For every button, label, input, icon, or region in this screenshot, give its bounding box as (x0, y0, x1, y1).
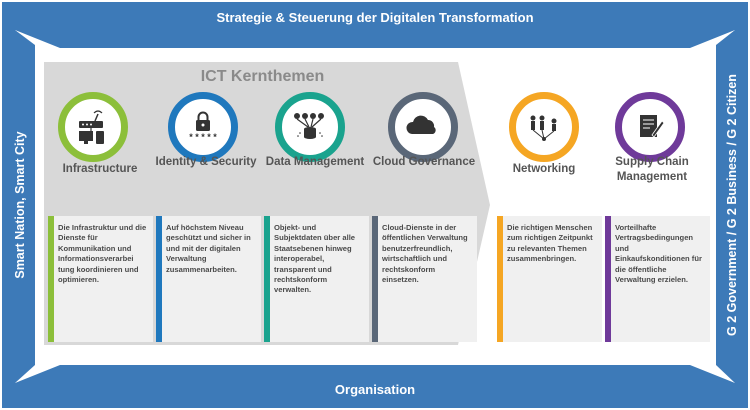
cloud-circle (388, 92, 458, 162)
infrastructure-card: Die Infrastruktur und die Dienste für Ko… (48, 216, 153, 342)
supply-chain-title: Supply Chain Management (615, 156, 689, 183)
network-devices-icon (79, 110, 104, 144)
networking-card-bar (497, 216, 503, 342)
right-band (716, 30, 748, 383)
data-funnel-icon (294, 113, 324, 139)
supply-chain-description: Vorteilhafte Vertragsbedingungen und Ein… (615, 223, 702, 285)
supply-chain-card-bar (605, 216, 611, 342)
networking-card: Die richtigen Menschen zum richtigen Zei… (497, 216, 602, 342)
identity-card: Auf höchstem Niveau geschützt und sicher… (156, 216, 261, 342)
infrastructure-description: Die Infrastruktur und die Dienste für Ko… (58, 223, 147, 285)
data-title: Data Management (265, 156, 365, 168)
infrastructure-circle (58, 92, 128, 162)
right-band-label: G 2 Government / G 2 Business / G 2 Citi… (725, 74, 739, 336)
supply-chain-circle (615, 92, 685, 162)
data-circle (275, 92, 345, 162)
identity-description: Auf höchstem Niveau geschützt und sicher… (166, 223, 251, 274)
banner-title: ICT Kernthemen (200, 68, 325, 85)
networking-description: Die richtigen Menschen zum richtigen Zei… (507, 223, 593, 264)
data-card-bar (264, 216, 270, 342)
people-network-icon (530, 115, 557, 141)
infrastructure-title: Infrastructure (62, 163, 138, 175)
svg-text:* * * * *: * * * * * (189, 132, 217, 142)
left-band (2, 30, 35, 383)
cloud-card: Cloud-Dienste in der öffentlichen Verwal… (372, 216, 477, 342)
cloud-icon (406, 115, 436, 134)
contract-pen-icon (640, 115, 665, 138)
identity-circle: * * * * * (168, 92, 238, 162)
networking-title: Networking (512, 163, 576, 175)
data-description: Objekt- und Subjektdaten über alle Staat… (274, 223, 356, 295)
networking-circle (509, 92, 579, 162)
supply-chain-card: Vorteilhafte Vertragsbedingungen und Ein… (605, 216, 710, 342)
cloud-description: Cloud-Dienste in der öffentlichen Verwal… (382, 223, 468, 285)
left-band-label: Smart Nation, Smart City (13, 131, 27, 279)
cloud-title: Cloud Governance (372, 156, 476, 168)
cloud-card-bar (372, 216, 378, 342)
bottom-band (2, 365, 748, 408)
identity-title: Identity & Security (155, 156, 257, 168)
top-band (2, 2, 748, 48)
top-band-label: Strategie & Steuerung der Digitalen Tran… (216, 10, 534, 25)
bottom-band-label: Organisation (334, 382, 416, 397)
data-card: Objekt- und Subjektdaten über alle Staat… (264, 216, 369, 342)
lock-password-icon: * * * * * (189, 111, 217, 142)
identity-card-bar (156, 216, 162, 342)
infrastructure-card-bar (48, 216, 54, 342)
